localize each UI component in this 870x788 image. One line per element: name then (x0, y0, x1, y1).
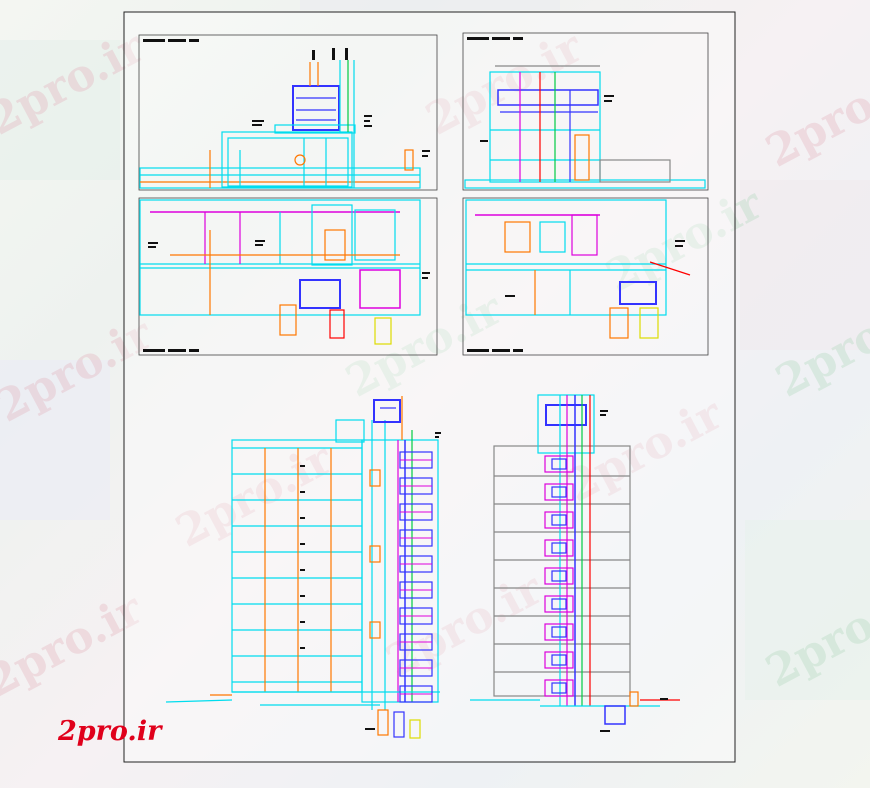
floor-fixture-inner (551, 682, 567, 694)
bottom-right-floor-fixtures (544, 455, 574, 697)
floor-fixture (544, 511, 574, 529)
bottom-right-annotations (600, 410, 668, 732)
top-left-upper-annotations (252, 48, 430, 157)
top-left-upper-elevation (139, 60, 421, 189)
floor-fixture (544, 595, 574, 613)
panel-top-left-upper (138, 34, 438, 191)
bottom-left-building-section (165, 396, 440, 739)
floor-fixture (544, 539, 574, 557)
floor-fixture-inner (551, 514, 567, 526)
floor-fixture (544, 567, 574, 585)
panel-top-left-lower (138, 197, 438, 356)
panel-title-bars (143, 37, 523, 352)
floor-fixture (544, 623, 574, 641)
floor-fixture-inner (551, 542, 567, 554)
top-right-upper-elevation (464, 65, 706, 189)
top-left-lower-annotations (148, 240, 430, 279)
floor-fixture-inner (551, 598, 567, 610)
floor-fixture-inner (551, 458, 567, 470)
floor-fixture-inner (551, 486, 567, 498)
top-left-lower-elevation (139, 199, 421, 345)
sheet-border (123, 11, 736, 763)
bottom-right-building-section (470, 394, 680, 725)
floor-fixture-inner (551, 570, 567, 582)
top-right-lower-elevation (465, 199, 691, 339)
floor-fixture (544, 651, 574, 669)
floor-fixture (544, 679, 574, 697)
panel-top-right-upper (462, 32, 709, 191)
floor-fixture (544, 483, 574, 501)
bottom-left-floor-outlets (399, 451, 433, 703)
top-right-lower-annotations (505, 240, 685, 297)
floor-fixture (544, 455, 574, 473)
panel-top-right-lower (462, 197, 709, 356)
top-right-upper-annotations (480, 95, 614, 142)
floor-fixture-inner (551, 654, 567, 666)
bottom-left-annotations (300, 432, 441, 730)
brand-logo: 2pro.ir (58, 716, 162, 747)
floor-fixture-inner (551, 626, 567, 638)
